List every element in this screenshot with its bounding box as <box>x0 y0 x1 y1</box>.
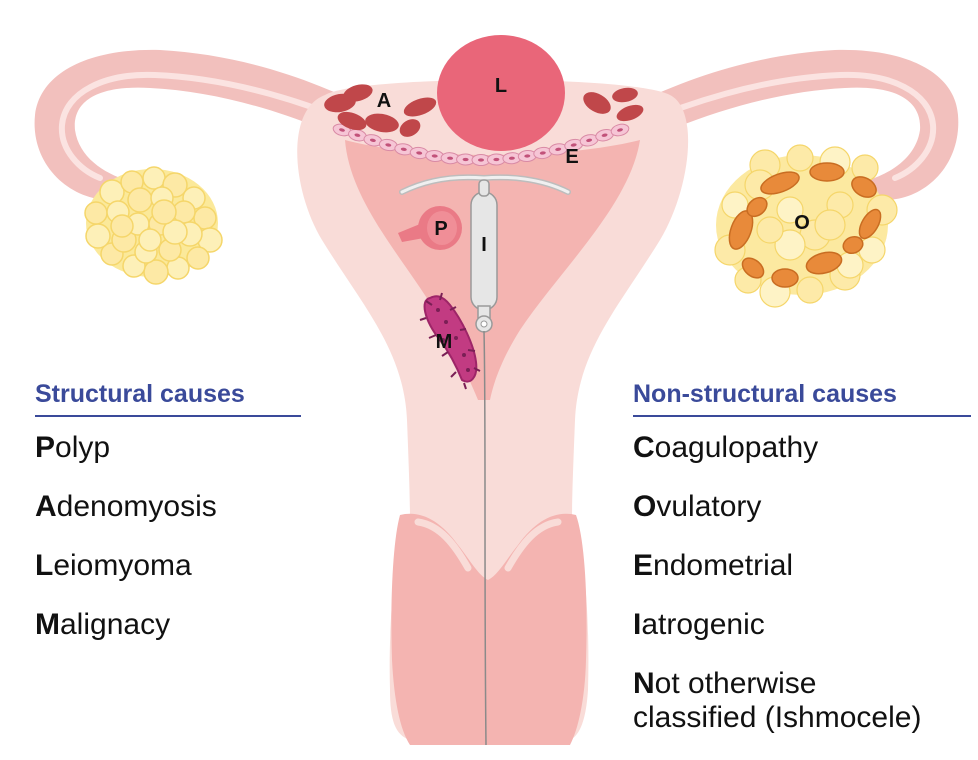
structural-list: Polyp Adenomyosis Leiomyoma Malignacy <box>35 431 301 642</box>
item-initial: C <box>633 431 655 464</box>
item-initial: M <box>35 608 60 641</box>
non-structural-item-endometrial: Endometrial <box>633 549 971 583</box>
label-ovulatory: O <box>794 212 810 234</box>
non-structural-item-ovulatory: Ovulatory <box>633 490 971 524</box>
label-polyp: P <box>434 218 447 240</box>
label-malignancy: M <box>436 331 453 353</box>
non-structural-divider <box>633 415 971 417</box>
malignancy <box>419 292 481 390</box>
item-rest: atrogenic <box>641 608 765 641</box>
item-initial: A <box>35 490 57 523</box>
item-initial: L <box>35 549 54 582</box>
leiomyoma <box>437 35 565 151</box>
right-ovary <box>714 144 898 308</box>
cervix <box>391 513 587 745</box>
non-structural-item-iatrogenic: Iatrogenic <box>633 608 971 642</box>
structural-item-adenomyosis: Adenomyosis <box>35 490 301 524</box>
left-ovary <box>84 166 223 285</box>
item-rest: olyp <box>55 431 111 464</box>
item-initial: N <box>633 667 655 700</box>
non-structural-heading: Non-structural causes <box>633 380 897 408</box>
endometrial-lining <box>332 123 630 166</box>
structural-divider <box>35 415 301 417</box>
label-iud: I <box>481 234 487 256</box>
item-rest: ndometrial <box>653 549 794 582</box>
label-leiomyoma: L <box>495 75 507 97</box>
structural-item-leiomyoma: Leiomyoma <box>35 549 301 583</box>
non-structural-item-coagulopathy: Coagulopathy <box>633 431 971 465</box>
item-rest: oagulopathy <box>654 431 819 464</box>
left-fallopian-tube <box>34 49 400 200</box>
item-rest: denomyosis <box>56 490 217 523</box>
item-rest-line2: classified (Ishmocele) <box>633 701 922 734</box>
right-fallopian-tube <box>595 49 959 200</box>
label-endometrial: E <box>565 146 578 168</box>
item-initial: I <box>633 608 642 641</box>
item-initial: E <box>633 549 654 582</box>
polyp <box>398 206 462 250</box>
item-rest: vulatory <box>656 490 762 523</box>
item-initial: O <box>633 490 657 523</box>
fallopian-tubes <box>34 49 959 200</box>
label-adenomyosis: A <box>377 90 391 112</box>
structural-heading: Structural causes <box>35 380 245 408</box>
iud-device <box>399 174 571 746</box>
structural-item-malignancy: Malignacy <box>35 608 301 642</box>
item-initial: P <box>35 431 56 464</box>
adenomyosis-cells <box>324 84 644 137</box>
non-structural-list: Coagulopathy Ovulatory Endometrial Iatro… <box>633 431 971 735</box>
non-structural-causes-panel: Non-structural causes Coagulopathy Ovula… <box>633 380 971 760</box>
item-rest: alignacy <box>60 608 171 641</box>
item-rest: eiomyoma <box>53 549 192 582</box>
structural-causes-panel: Structural causes Polyp Adenomyosis Leio… <box>35 380 301 667</box>
structural-item-polyp: Polyp <box>35 431 301 465</box>
item-rest: ot otherwise <box>654 667 817 700</box>
